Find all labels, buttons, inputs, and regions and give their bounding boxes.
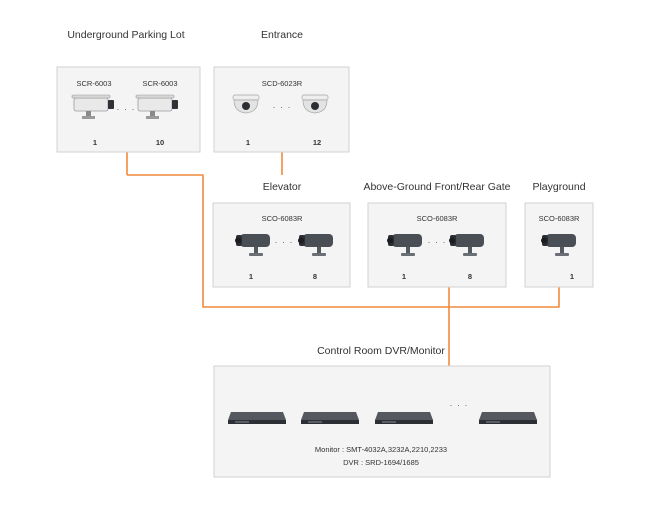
dvr-icon [479, 412, 537, 424]
dvr-icon [228, 412, 286, 424]
camera-number: 8 [313, 272, 317, 281]
group-title-control-room: Control Room DVR/Monitor [317, 345, 445, 357]
camera-number: 1 [249, 272, 253, 281]
ellipsis: · · · [117, 104, 136, 114]
camera-number: 1 [93, 138, 97, 147]
group-elevator: Elevator SCO-6083R · · · 1 8 [212, 181, 351, 288]
group-underground-parking: Underground Parking Lot SCR-6003 SCR-600… [56, 29, 201, 153]
camera-model-label: SCR-6003 [142, 79, 177, 88]
group-playground: Playground SCO-6083R 1 [524, 181, 594, 288]
monitor-spec: Monitor : SMT-4032A,3232A,2210,2233 [315, 445, 447, 454]
group-title-parking: Underground Parking Lot [67, 29, 184, 41]
group-control-room: Control Room DVR/Monitor · · · Monitor :… [213, 345, 551, 478]
camera-model-label: SCR-6003 [76, 79, 111, 88]
group-gate: Above-Ground Front/Rear Gate SCO-6083R ·… [363, 181, 511, 288]
camera-model-label: SCO-6083R [539, 214, 580, 223]
camera-number: 12 [313, 138, 321, 147]
camera-number: 10 [156, 138, 164, 147]
camera-number: 1 [570, 272, 574, 281]
dvr-icon [301, 412, 359, 424]
group-title-gate: Above-Ground Front/Rear Gate [363, 181, 510, 193]
entrance-box [213, 66, 350, 153]
group-title-elevator: Elevator [263, 181, 302, 193]
group-title-entrance: Entrance [261, 29, 303, 41]
ellipsis: · · · [450, 400, 469, 410]
ellipsis: · · · [275, 237, 294, 247]
ellipsis: · · · [428, 237, 447, 247]
group-title-playground: Playground [532, 181, 585, 193]
camera-number: 8 [468, 272, 472, 281]
camera-number: 1 [402, 272, 406, 281]
dvr-spec: DVR : SRD-1694/1685 [343, 458, 419, 467]
dvr-icon [375, 412, 433, 424]
camera-model-label: SCO-6083R [417, 214, 458, 223]
camera-model-label: SCD-6023R [262, 79, 303, 88]
camera-model-label: SCO-6083R [262, 214, 303, 223]
ellipsis: · · · [273, 102, 292, 112]
camera-number: 1 [246, 138, 250, 147]
group-entrance: Entrance SCD-6023R · · · 1 12 [213, 29, 350, 153]
